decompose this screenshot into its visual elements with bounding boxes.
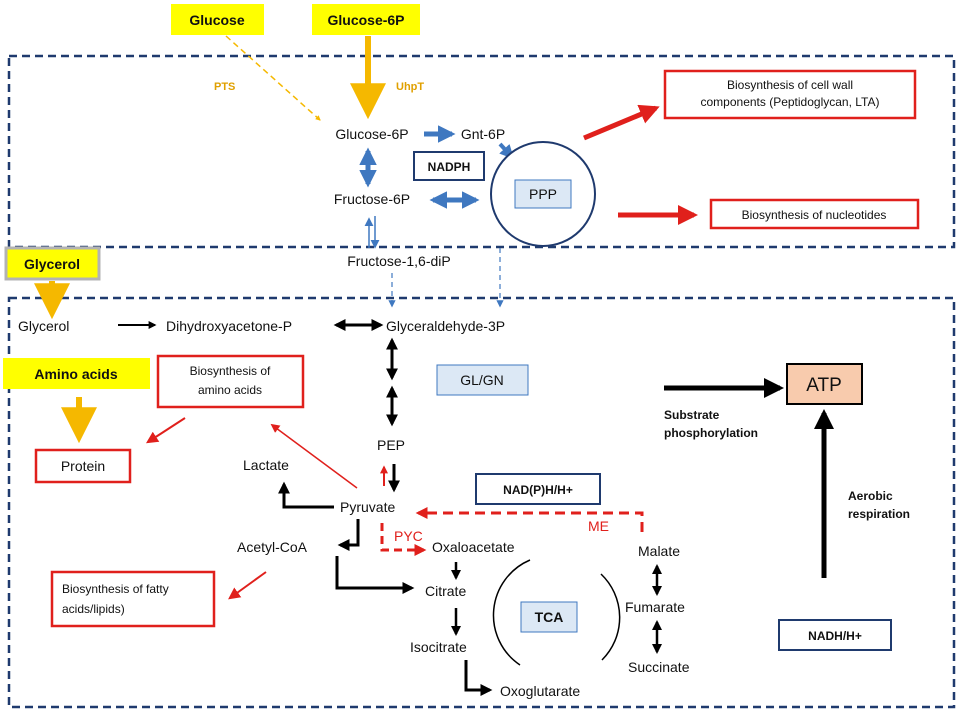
nucleotides-biosynthesis-box: Biosynthesis of nucleotides [709, 198, 920, 230]
fructose16dip-node: Fructose-1,6-diP [347, 253, 450, 269]
glgn-box: GL/GN [436, 364, 529, 396]
ppp-label: PPP [529, 186, 557, 202]
acetylcoa-node: Acetyl-CoA [237, 539, 308, 555]
glycerol-input-box: Glycerol [4, 246, 101, 281]
citrate-node: Citrate [425, 583, 466, 599]
pep-node: PEP [377, 437, 405, 453]
amino-acids-input-label: Amino acids [34, 366, 117, 382]
aerobic-line2: respiration [848, 507, 910, 521]
amino-biosynthesis-line2: amino acids [198, 383, 262, 397]
pyruvate-aminoacids-red-arrow [270, 423, 358, 489]
tca-cycle-arc-right [600, 573, 621, 661]
malate-node: Malate [638, 543, 680, 559]
glycerol-input-label: Glycerol [24, 256, 80, 272]
dhap-node: Dihydroxyacetone-P [166, 318, 292, 334]
substrate-line2: phosphorylation [664, 426, 758, 440]
pyc-dashed-arrow [380, 523, 427, 556]
lactate-node: Lactate [243, 457, 289, 473]
atp-box: ATP [786, 363, 863, 405]
tca-cycle-arc-left [492, 559, 531, 666]
me-label: ME [588, 518, 609, 534]
atp-label: ATP [806, 375, 842, 396]
amino-biosynthesis-line1: Biosynthesis of [190, 364, 271, 378]
gnt6p-node: Gnt-6P [461, 126, 505, 142]
glucose-input-box: Glucose [171, 4, 264, 35]
cell-wall-biosynthesis-box: Biosynthesis of cell wall components (Pe… [663, 69, 917, 120]
nadph-label: NADPH [428, 160, 471, 174]
cell-wall-line2: components (Peptidoglycan, LTA) [701, 95, 880, 109]
me-dashed-arrow [415, 507, 644, 532]
protein-label: Protein [61, 458, 105, 474]
nadph-h-label: NAD(P)H/H+ [503, 483, 573, 497]
fatty-biosynthesis-line1: Biosynthesis of fatty [62, 582, 169, 596]
oxoglutarate-node: Oxoglutarate [500, 683, 580, 699]
aerobic-line1: Aerobic [848, 489, 893, 503]
isocitrate-oxoglutarate-arrow [464, 660, 493, 696]
cell-wall-line1: Biosynthesis of cell wall [727, 78, 853, 92]
amino-acids-biosynthesis-box: Biosynthesis of amino acids [156, 354, 305, 409]
pyruvate-lactate-arrow [278, 481, 334, 509]
substrate-line1: Substrate [664, 408, 720, 422]
g3p-node: Glyceraldehyde-3P [386, 318, 505, 334]
pyc-label: PYC [394, 528, 423, 544]
glucose6p-input-label: Glucose-6P [327, 12, 404, 28]
glycerol-node: Glycerol [18, 318, 69, 334]
succinate-node: Succinate [628, 659, 690, 675]
acetylcoa-fatty-red-arrow [228, 571, 267, 600]
isocitrate-node: Isocitrate [410, 639, 467, 655]
amino-acids-input-box: Amino acids [3, 358, 150, 389]
protein-box: Protein [34, 448, 132, 484]
nadh-h-label: NADH/H+ [808, 629, 862, 643]
nadh-h-box: NADH/H+ [778, 619, 892, 651]
glucose-input-label: Glucose [189, 12, 244, 28]
lower-compartment [7, 296, 956, 709]
oxaloacetate-node: Oxaloacetate [432, 539, 515, 555]
nucleotides-label: Biosynthesis of nucleotides [742, 208, 887, 222]
fatty-biosynthesis-line2: acids/lipids) [62, 602, 125, 616]
pyruvate-node: Pyruvate [340, 499, 395, 515]
fatty-acids-biosynthesis-box: Biosynthesis of fatty acids/lipids) [50, 570, 216, 628]
nadph-h-box: NAD(P)H/H+ [475, 473, 601, 505]
upper-compartment [7, 54, 956, 249]
ppp-box: PPP [514, 179, 572, 209]
acetylcoa-citrate-arrow [335, 556, 415, 594]
nadph-box: NADPH [413, 151, 485, 181]
tca-label: TCA [535, 609, 564, 625]
aminoacids-protein-red-arrow [145, 417, 186, 444]
uhpt-label: UhpT [396, 81, 424, 93]
tca-box: TCA [520, 601, 578, 633]
glucose6p-input-box: Glucose-6P [312, 4, 420, 35]
fructose6p-node: Fructose-6P [334, 191, 410, 207]
glucose6p-node: Glucose-6P [335, 126, 408, 142]
pts-arrow [225, 35, 321, 121]
pts-label: PTS [214, 81, 235, 93]
ppp-cellwall-arrow [583, 104, 660, 141]
fumarate-node: Fumarate [625, 599, 685, 615]
pyruvate-acetylcoa-arrow [337, 519, 360, 551]
glgn-label: GL/GN [460, 372, 504, 388]
